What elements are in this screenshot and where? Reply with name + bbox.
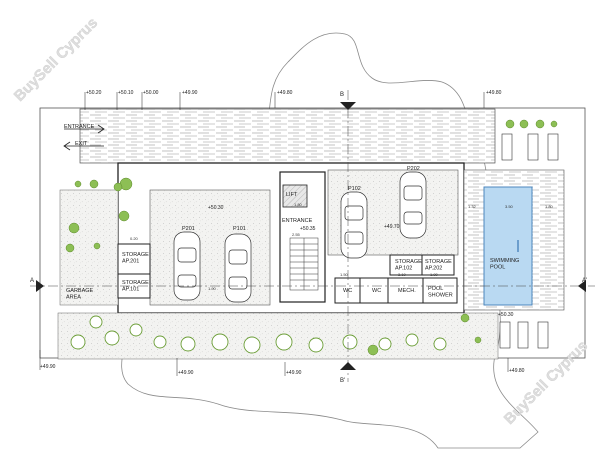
level-label: +49.90 [182, 90, 198, 96]
watermark-bottom-right: BuySell Cyprus [501, 337, 591, 427]
lower-garden [57, 312, 499, 360]
driveway-deck [79, 108, 496, 164]
dimension-label: 1.50 [340, 272, 349, 277]
level-label: +49.90 [40, 364, 56, 370]
car-icon [173, 231, 201, 301]
lift-label: LIFT [286, 192, 298, 198]
dimension-label: 1.80 [430, 272, 439, 277]
section-arrow-icon [340, 362, 356, 370]
section-label-b: B [340, 92, 344, 98]
lift-shaft [282, 184, 308, 208]
level-label: +50.10 [118, 90, 134, 96]
swimming-pool [483, 186, 533, 306]
level-label: +50.00 [143, 90, 159, 96]
level-label: +49.80 [509, 368, 525, 374]
section-label-a-prime: A' [582, 278, 587, 284]
mech-label: MECH. [398, 288, 416, 294]
level-label: +50.20 [86, 90, 102, 96]
storage-room-ap201 [117, 243, 151, 275]
car-icon [399, 171, 427, 239]
exit-arrow-icon [63, 141, 104, 151]
parking-p201-label: P201 [182, 226, 195, 232]
dimension-label: 0.20 [130, 236, 139, 241]
parking-p102-label: P102 [348, 186, 361, 192]
parking-p101-label: P101 [233, 226, 246, 232]
wc-label-1: WC [343, 288, 352, 294]
level-label: +49.90 [178, 370, 194, 376]
level-label: +49.90 [286, 370, 302, 376]
shrub-icons [65, 119, 558, 356]
dimension-label: 1.80 [545, 204, 554, 209]
tree-icons [70, 315, 447, 354]
dimension-label: 1.90 [208, 286, 217, 291]
dimension-label: 1.80 [294, 202, 303, 207]
level-label: +49.80 [277, 90, 293, 96]
stair-treads [289, 237, 319, 291]
core-entrance-label: ENTRANCE [282, 218, 313, 224]
car-icon [224, 233, 252, 303]
section-label-a: A [30, 278, 34, 284]
level-marker-icons [39, 92, 509, 376]
dimension-label: 3.50 [505, 204, 514, 209]
dimension-label: 1.32 [468, 204, 477, 209]
section-label-b-prime: B' [340, 378, 345, 384]
level-label: +50.30 [208, 205, 224, 211]
pool-shower-area [422, 277, 458, 304]
car-icon [340, 191, 368, 259]
exit-label: EXIT [75, 141, 88, 147]
sunbed-icon [499, 133, 559, 349]
dimension-label: 2.55 [292, 232, 301, 237]
level-label: +49.80 [486, 90, 502, 96]
entrance-label: ENTRANCE [64, 124, 95, 130]
wc-room-2 [359, 277, 389, 304]
wc-label-2: WC [372, 288, 381, 294]
dimension-label: 3.10 [398, 272, 407, 277]
section-arrow-icon [36, 280, 44, 292]
mech-room [387, 277, 424, 304]
level-label: +49.70 [384, 224, 400, 230]
level-label: +50.30 [498, 312, 514, 318]
entrance-arrow-icon [64, 124, 105, 134]
section-arrow-icon [340, 102, 356, 110]
section-arrow-icon [578, 280, 586, 292]
parking-p202-label: P202 [407, 166, 420, 172]
storage-room-ap202 [421, 254, 455, 276]
level-label: +50.35 [300, 226, 316, 232]
